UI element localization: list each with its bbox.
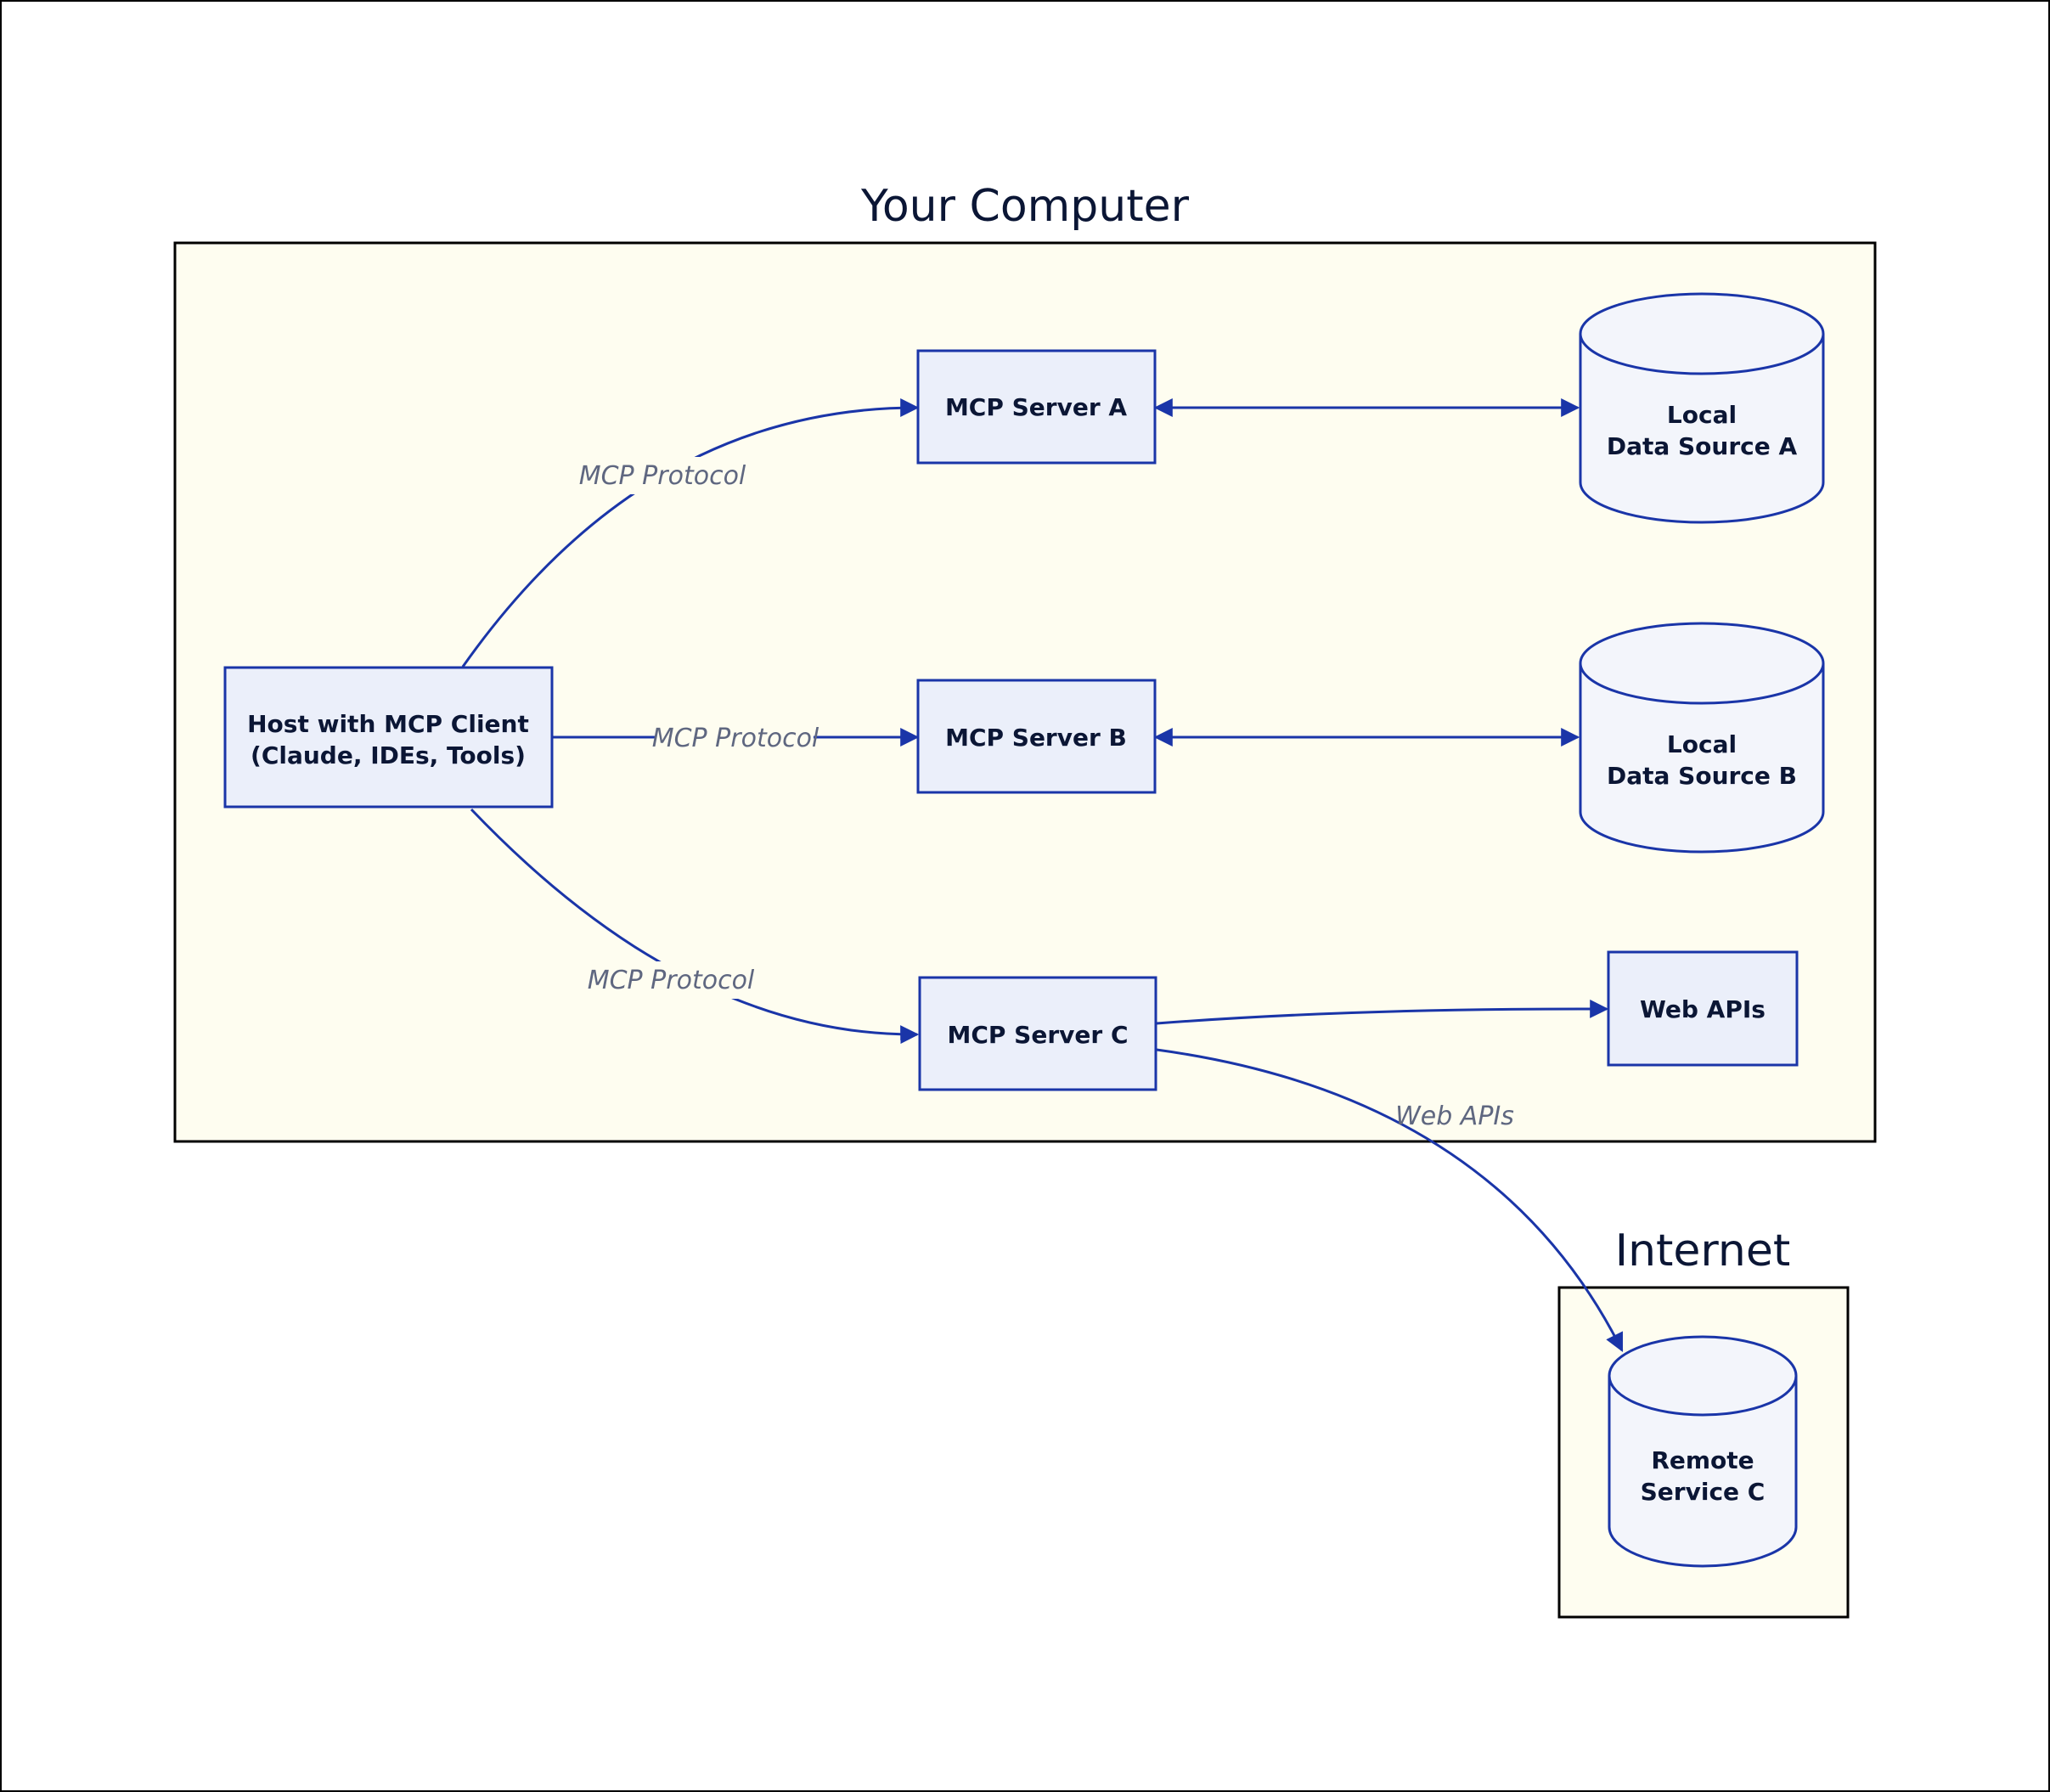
svg-text:MCP Protocol: MCP Protocol (588, 966, 755, 995)
node-server-b: MCP Server B (916, 679, 1157, 794)
node-host: Host with MCP Client (Claude, IDEs, Tool… (223, 666, 554, 809)
svg-text:MCP Server A: MCP Server A (945, 393, 1127, 421)
svg-text:Remote: Remote (1651, 1446, 1754, 1474)
svg-text:MCP Protocol: MCP Protocol (579, 461, 746, 491)
svg-text:Local: Local (1667, 730, 1737, 758)
node-server-a: MCP Server A (916, 349, 1157, 465)
svg-text:MCP Server B: MCP Server B (945, 724, 1127, 752)
svg-text:Web APIs: Web APIs (1640, 995, 1766, 1023)
node-local-data-source-b: Local Data Source B (1579, 622, 1825, 854)
svg-text:Service C: Service C (1641, 1478, 1766, 1506)
edge-label-host-a: MCP Protocol (579, 457, 746, 494)
node-remote-service-c: Remote Service C (1608, 1335, 1798, 1568)
svg-text:Data Source A: Data Source A (1607, 432, 1798, 460)
svg-text:MCP Server C: MCP Server C (948, 1021, 1129, 1049)
edge-label-host-c: MCP Protocol (588, 961, 755, 999)
svg-text:(Claude, IDEs, Tools): (Claude, IDEs, Tools) (251, 741, 526, 769)
node-web-apis: Web APIs (1607, 950, 1799, 1067)
edge-label-host-b: MCP Protocol (652, 718, 819, 756)
region-title-your-computer: Your Computer (860, 181, 1190, 232)
svg-text:Web APIs: Web APIs (1395, 1102, 1514, 1131)
svg-text:Local: Local (1667, 401, 1737, 429)
edge-server-c-web-apis (1156, 999, 1609, 1025)
node-server-c: MCP Server C (918, 976, 1157, 1091)
svg-text:MCP Protocol: MCP Protocol (652, 724, 819, 753)
svg-text:Host with MCP Client: Host with MCP Client (247, 710, 529, 738)
svg-text:Data Source B: Data Source B (1607, 762, 1797, 790)
node-local-data-source-a: Local Data Source A (1579, 292, 1825, 524)
region-title-internet: Internet (1615, 1226, 1790, 1276)
edge-label-c-remote: Web APIs (1395, 1102, 1514, 1131)
edge-server-c-remote (1156, 1048, 1624, 1352)
